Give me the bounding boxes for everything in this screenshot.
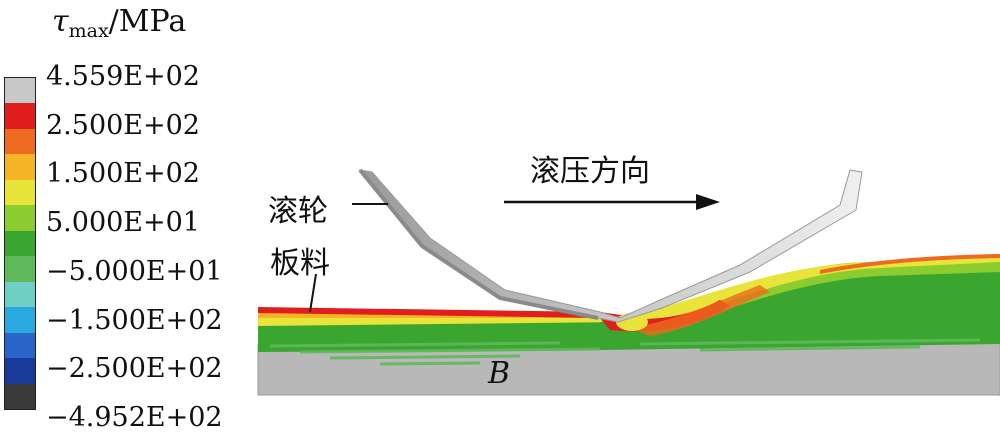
legend-title-symbol: τ <box>52 4 69 39</box>
colorbar-segment <box>5 78 35 104</box>
colorbar-segment <box>5 332 35 359</box>
sheet-left-red <box>258 307 628 318</box>
sheet-stripes <box>269 338 981 366</box>
colorbar-segment <box>5 383 35 410</box>
colorbar-segment <box>5 103 35 130</box>
colorbar-segment <box>5 128 35 155</box>
sheet-left-green <box>258 320 640 344</box>
colorbar-segment <box>5 154 35 181</box>
sheet-right-orange <box>630 285 770 336</box>
colorbar-segment <box>5 256 35 283</box>
sheet-left-yellow <box>258 316 630 326</box>
colorbar-segment <box>5 179 35 206</box>
colorbar-tick-label: 4.559E+02 <box>46 61 200 92</box>
legend-title-unit: /MPa <box>108 4 187 39</box>
colorbar-tick-label: 1.500E+02 <box>46 158 200 190</box>
roller-left-edge <box>358 168 599 320</box>
colorbar-tick-label: −5.000E+01 <box>46 255 223 287</box>
direction-label: 滚压方向 <box>530 154 650 189</box>
legend-title-subscript: max <box>68 20 109 42</box>
point-b-label: B <box>488 356 511 391</box>
sheet-leader-line <box>309 273 317 313</box>
legend-title: τmax/MPa <box>52 4 186 42</box>
sheet-label: 板料 <box>270 246 330 281</box>
sheet-right-top-orange <box>820 254 1000 274</box>
colorbar-segment <box>5 307 35 334</box>
colorbar <box>4 77 36 410</box>
colorbar-segment <box>5 358 35 385</box>
colorbar-tick-label: −1.500E+02 <box>46 304 223 336</box>
colorbar-tick-label: 2.500E+02 <box>46 109 200 141</box>
colorbar-tick-label: 5.000E+01 <box>46 207 200 239</box>
colorbar-segment <box>5 281 35 308</box>
colorbar-segment <box>5 205 35 232</box>
direction-arrow-head <box>696 194 720 210</box>
colorbar-tick-label: −2.500E+02 <box>46 353 223 385</box>
roller-label: 滚轮 <box>268 194 328 229</box>
colorbar-tick-label: −4.952E+02 <box>46 401 223 433</box>
colorbar-segment <box>5 230 35 257</box>
